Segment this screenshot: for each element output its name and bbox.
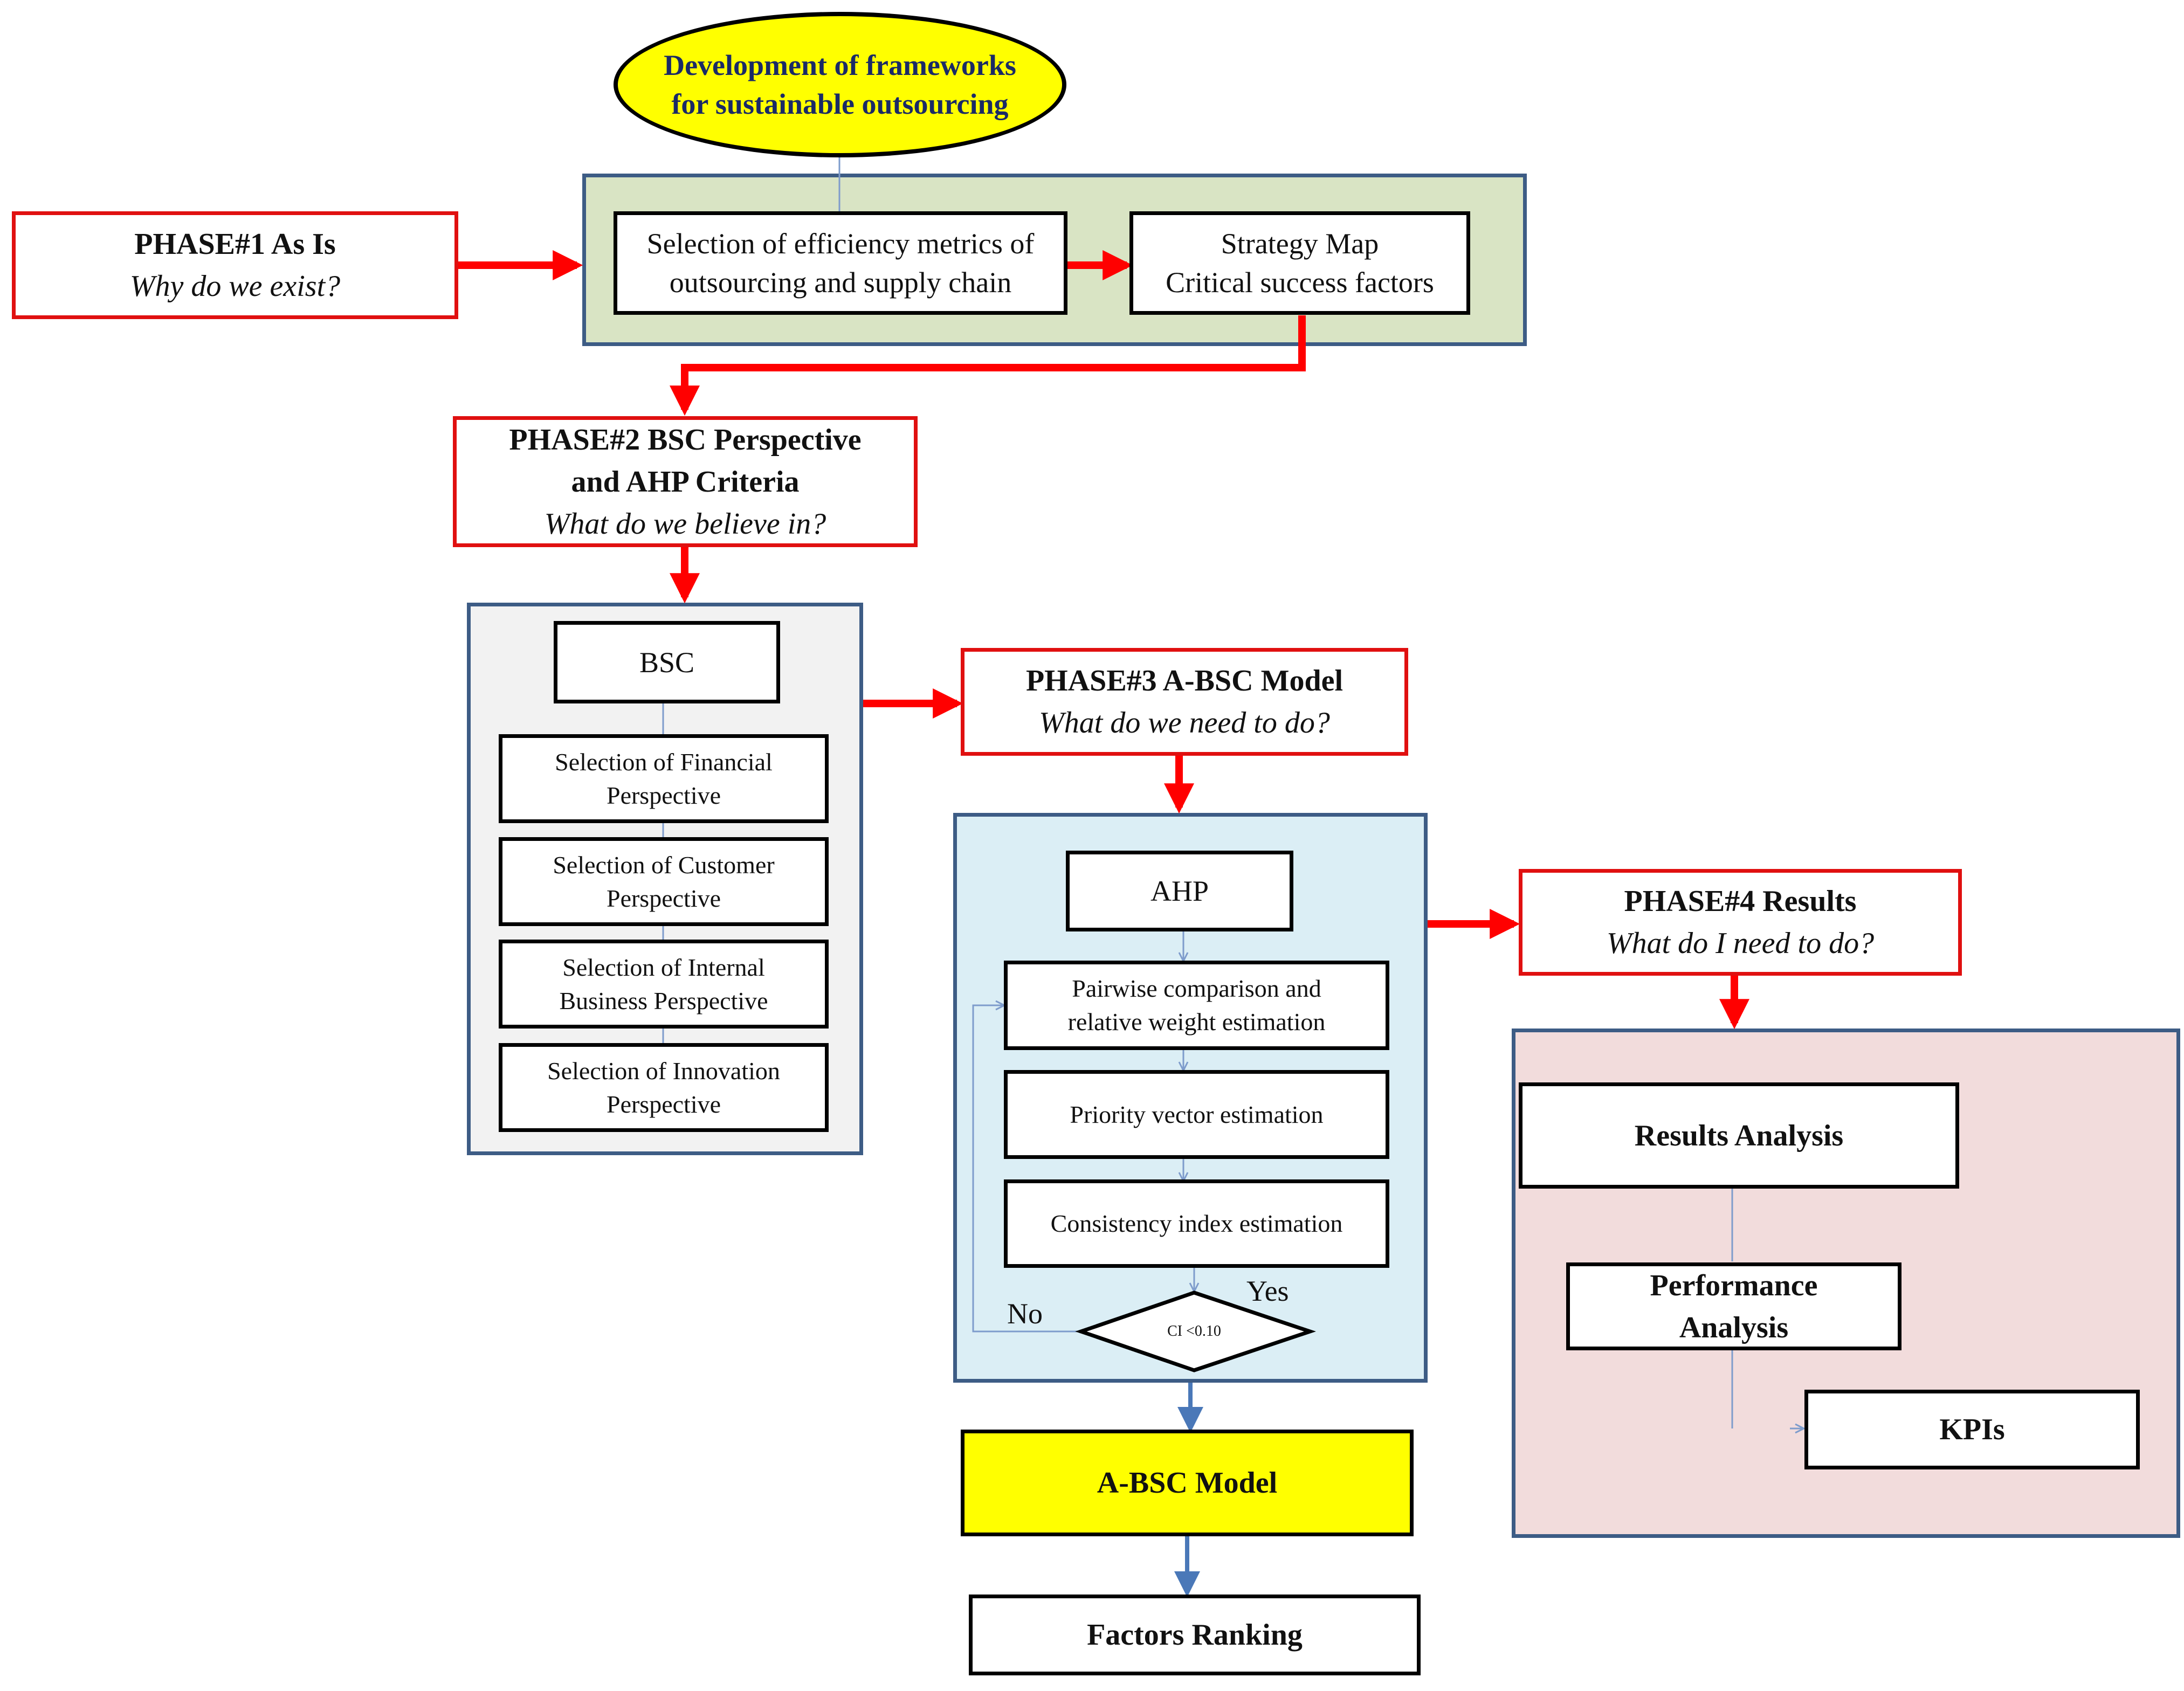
step-line: Selection of Financial — [555, 748, 773, 776]
arrow-panel1-to-phase2 — [670, 315, 1306, 416]
phase1-step-strategy-map: Strategy Map Critical success factors — [1129, 211, 1470, 315]
absc-model-label: A-BSC Model — [1097, 1466, 1278, 1500]
ahp-title: AHP — [1150, 875, 1209, 907]
phase3-box: PHASE#3 A-BSC Model What do we need to d… — [961, 648, 1408, 756]
phase4-title: PHASE#4 Results — [1624, 885, 1857, 918]
phase1-question: Why do we exist? — [129, 270, 341, 303]
step-line: Pairwise comparison and — [1072, 975, 1321, 1002]
step-line: Business Perspective — [559, 986, 768, 1014]
step-line: Priority vector estimation — [1070, 1100, 1324, 1128]
step-line: Strategy Map — [1221, 227, 1379, 260]
phase1-step-efficiency-metrics: Selection of efficiency metrics of outso… — [614, 211, 1067, 315]
ahp-step-pairwise: Pairwise comparison and relative weight … — [1004, 961, 1389, 1050]
connector-no-loop — [972, 1005, 1084, 1333]
step-line: Perspective — [606, 1090, 721, 1118]
phase4-question: What do I need to do? — [1606, 927, 1875, 960]
decision-diamond — [1075, 1290, 1317, 1372]
start-ellipse: Development of frameworks for sustainabl… — [614, 12, 1066, 157]
absc-model-box: A-BSC Model — [961, 1430, 1414, 1536]
phase2-title-line-1: PHASE#2 BSC Perspective — [509, 423, 862, 457]
factors-ranking-label: Factors Ranking — [1087, 1618, 1303, 1652]
step-line: Perspective — [606, 781, 721, 809]
phase3-question: What do we need to do? — [1039, 706, 1330, 740]
start-line-1: Development of frameworks — [664, 49, 1016, 81]
ahp-box: AHP — [1066, 851, 1293, 931]
phase1-title: PHASE#1 As Is — [134, 227, 336, 261]
step-line: Selection of Innovation — [547, 1057, 780, 1085]
start-line-2: for sustainable outsourcing — [671, 88, 1009, 120]
phase2-title-line-2: and AHP Criteria — [571, 465, 800, 499]
step-line: Selection of Internal — [562, 953, 765, 981]
bsc-box: BSC — [554, 621, 780, 703]
bsc-step-customer: Selection of Customer Perspective — [499, 837, 829, 926]
step-line: outsourcing and supply chain — [669, 266, 1012, 299]
bsc-step-internal: Selection of Internal Business Perspecti… — [499, 940, 829, 1029]
step-line: Perspective — [606, 884, 721, 912]
phase3-title: PHASE#3 A-BSC Model — [1025, 664, 1344, 698]
step-line: Critical success factors — [1166, 266, 1434, 299]
performance-analysis-line-2: Analysis — [1679, 1310, 1789, 1344]
bsc-step-innovation: Selection of Innovation Perspective — [499, 1043, 829, 1132]
kpis-box: KPIs — [1804, 1390, 2140, 1469]
phase2-question: What do we believe in? — [544, 507, 826, 541]
bsc-step-financial: Selection of Financial Perspective — [499, 734, 829, 823]
step-line: Consistency index estimation — [1050, 1210, 1343, 1237]
kpis-label: KPIs — [1939, 1413, 2005, 1446]
decision-text: CI <0.10 — [1167, 1323, 1221, 1340]
ahp-step-consistency: Consistency index estimation — [1004, 1179, 1389, 1268]
performance-analysis-box: Performance Analysis — [1566, 1262, 1901, 1350]
no-label: No — [1007, 1297, 1043, 1330]
phase1-box: PHASE#1 As Is Why do we exist? — [12, 211, 458, 319]
factors-ranking-box: Factors Ranking — [969, 1595, 1421, 1675]
step-line: Selection of Customer — [553, 851, 775, 879]
yes-label: Yes — [1246, 1275, 1289, 1307]
phase2-box: PHASE#2 BSC Perspective and AHP Criteria… — [453, 416, 918, 547]
decision-label: CI <0.10 — [1124, 1318, 1264, 1345]
ahp-step-priority: Priority vector estimation — [1004, 1070, 1389, 1159]
step-line: relative weight estimation — [1067, 1008, 1326, 1036]
results-analysis-label: Results Analysis — [1634, 1119, 1844, 1152]
performance-analysis-line-1: Performance — [1650, 1268, 1818, 1302]
bsc-title: BSC — [639, 646, 695, 679]
step-line: Selection of efficiency metrics of — [646, 227, 1035, 260]
phase4-box: PHASE#4 Results What do I need to do? — [1519, 869, 1962, 976]
results-analysis-box: Results Analysis — [1519, 1082, 1959, 1189]
